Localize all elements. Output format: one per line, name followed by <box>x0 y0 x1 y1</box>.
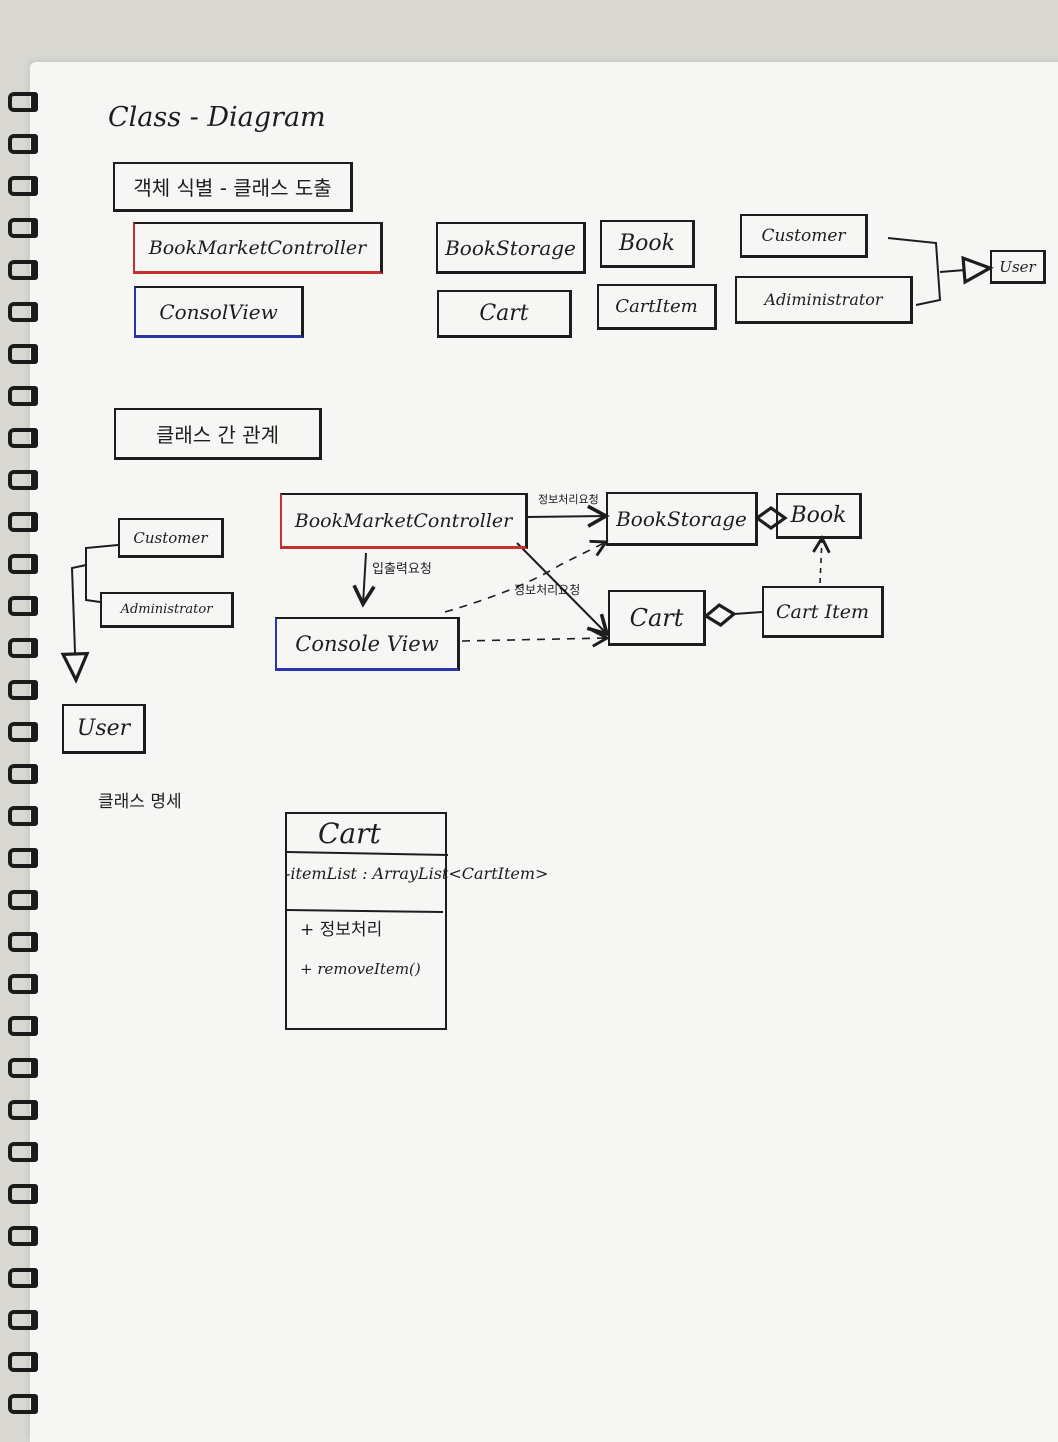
spiral-ring <box>8 1310 38 1330</box>
spec-method-2: + removeItem() <box>300 960 421 978</box>
spiral-ring <box>8 134 38 154</box>
class-box-cart-item: CartItem <box>597 284 717 330</box>
spiral-ring <box>8 1226 38 1246</box>
class-label-controller: BookMarketController <box>148 236 367 259</box>
rel-box-book: Book <box>776 493 862 539</box>
spiral-ring <box>8 1016 38 1036</box>
spiral-ring <box>8 92 38 112</box>
class-box-cart: Cart <box>437 290 572 338</box>
spiral-ring <box>8 680 38 700</box>
class-label-cart: Cart <box>479 301 529 326</box>
spiral-ring <box>8 344 38 364</box>
spec-method-1: + 정보처리 <box>300 920 383 940</box>
class-box-user-top: User <box>990 250 1046 284</box>
class-box-administrator: Adiministrator <box>735 276 913 324</box>
spec-class-box <box>285 812 447 1030</box>
spiral-ring <box>8 218 38 238</box>
label-io-request: 입출력요청 <box>372 562 432 577</box>
rel-box-user: User <box>62 704 146 754</box>
spiral-ring <box>8 596 38 616</box>
spec-class-name: Cart <box>318 817 381 850</box>
spiral-ring <box>8 848 38 868</box>
spiral-ring <box>8 1100 38 1120</box>
rel-label-cart: Cart <box>629 603 684 632</box>
spiral-ring <box>8 722 38 742</box>
rel-box-view: Console View <box>275 617 460 671</box>
spiral-ring <box>8 932 38 952</box>
rel-box-cart: Cart <box>608 590 706 646</box>
rel-box-customer: Customer <box>118 518 224 558</box>
spiral-ring <box>8 470 38 490</box>
section-label-identify: 객체 식별 - 클래스 도출 <box>133 176 332 200</box>
spiral-ring <box>8 176 38 196</box>
rel-box-controller: BookMarketController <box>280 493 528 549</box>
notebook-photo: Class - Diagram 객체 식별 - 클래스 도출 BookMarke… <box>8 62 1058 1442</box>
section-label-relations: 클래스 간 관계 <box>155 423 280 447</box>
page-title: Class - Diagram <box>108 102 326 133</box>
rel-label-customer: Customer <box>133 528 208 547</box>
spiral-ring <box>8 1394 38 1414</box>
spiral-ring <box>8 386 38 406</box>
rel-box-storage: BookStorage <box>606 492 758 546</box>
class-label-user-top: User <box>999 257 1036 276</box>
spiral-ring <box>8 638 38 658</box>
spiral-ring <box>8 764 38 784</box>
class-label-book: Book <box>619 231 675 256</box>
spiral-ring <box>8 1184 38 1204</box>
spiral-ring <box>8 512 38 532</box>
spiral-ring <box>8 554 38 574</box>
rel-label-book: Book <box>790 503 847 528</box>
class-box-customer: Customer <box>740 214 868 258</box>
spiral-ring <box>8 806 38 826</box>
spiral-ring <box>8 890 38 910</box>
section-header-relations: 클래스 간 관계 <box>114 408 322 460</box>
notebook-page <box>30 62 1058 1442</box>
spiral-ring <box>8 1058 38 1078</box>
rel-label-cart-item: Cart Item <box>775 600 870 623</box>
rel-box-administrator: Administrator <box>100 592 234 628</box>
section-header-identify: 객체 식별 - 클래스 도출 <box>113 162 353 212</box>
rel-label-user: User <box>76 716 131 741</box>
class-label-administrator: Adiministrator <box>764 290 883 309</box>
label-info-request-cart: 정보처리요청 <box>514 583 581 597</box>
class-box-storage: BookStorage <box>436 222 586 274</box>
spiral-ring <box>8 974 38 994</box>
class-box-view: ConsolView <box>134 286 304 338</box>
spiral-ring <box>8 428 38 448</box>
label-info-request-storage: 정보처리요청 <box>538 493 599 506</box>
spiral-ring <box>8 1142 38 1162</box>
spec-attribute: -itemList : ArrayList<CartItem> <box>285 864 549 883</box>
class-label-storage: BookStorage <box>445 235 576 260</box>
spiral-ring <box>8 1268 38 1288</box>
class-label-view: ConsolView <box>159 299 278 324</box>
rel-label-storage: BookStorage <box>616 506 747 531</box>
spiral-ring <box>8 302 38 322</box>
spiral-ring <box>8 260 38 280</box>
rel-label-view: Console View <box>295 631 439 656</box>
rel-label-controller: BookMarketController <box>294 509 513 532</box>
section-label-spec: 클래스 명세 <box>98 792 182 812</box>
class-label-customer: Customer <box>761 225 846 246</box>
rel-label-administrator: Administrator <box>120 602 213 617</box>
class-box-controller: BookMarketController <box>133 222 383 274</box>
class-box-book: Book <box>600 220 695 268</box>
class-label-cart-item: CartItem <box>615 296 698 317</box>
spiral-ring <box>8 1352 38 1372</box>
rel-box-cart-item: Cart Item <box>762 586 884 638</box>
